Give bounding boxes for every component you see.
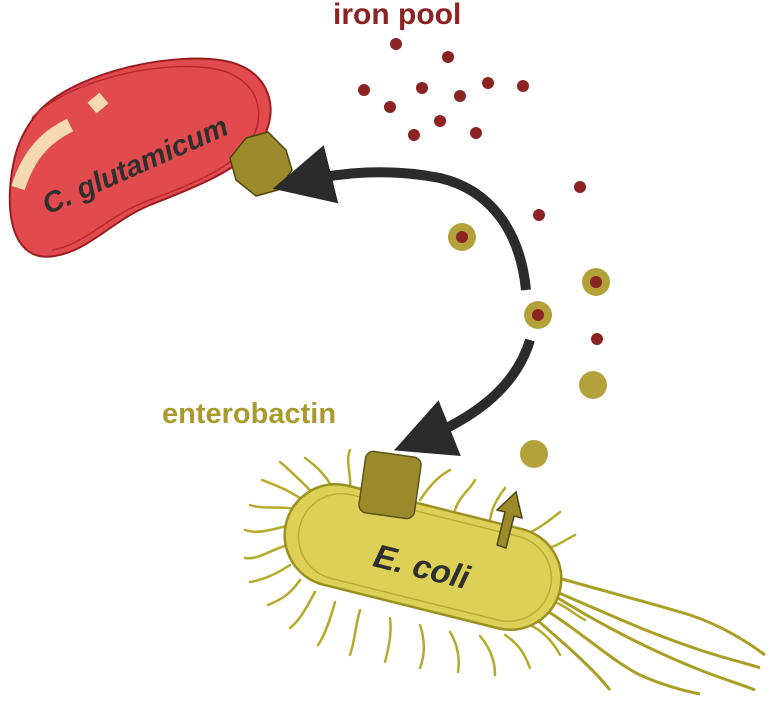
e-coli-enterobactin-receptor: [358, 450, 422, 520]
uptake-arrow-to-c-glutamicum: [272, 145, 531, 291]
e-coli-cell: E. coli: [283, 482, 563, 632]
iron-pool-label: iron pool: [333, 0, 462, 31]
enterobactin-label: enterobactin: [162, 398, 337, 430]
c-glutamicum-cell: C. glutamicum: [8, 57, 272, 258]
iron-loaded-enterobactin: [448, 223, 610, 329]
uptake-arrow-to-e-coli: [394, 338, 535, 456]
secretion-arrow-icon: [495, 490, 524, 549]
free-enterobactin: [520, 371, 607, 468]
iron-pool-particles: [358, 38, 603, 345]
